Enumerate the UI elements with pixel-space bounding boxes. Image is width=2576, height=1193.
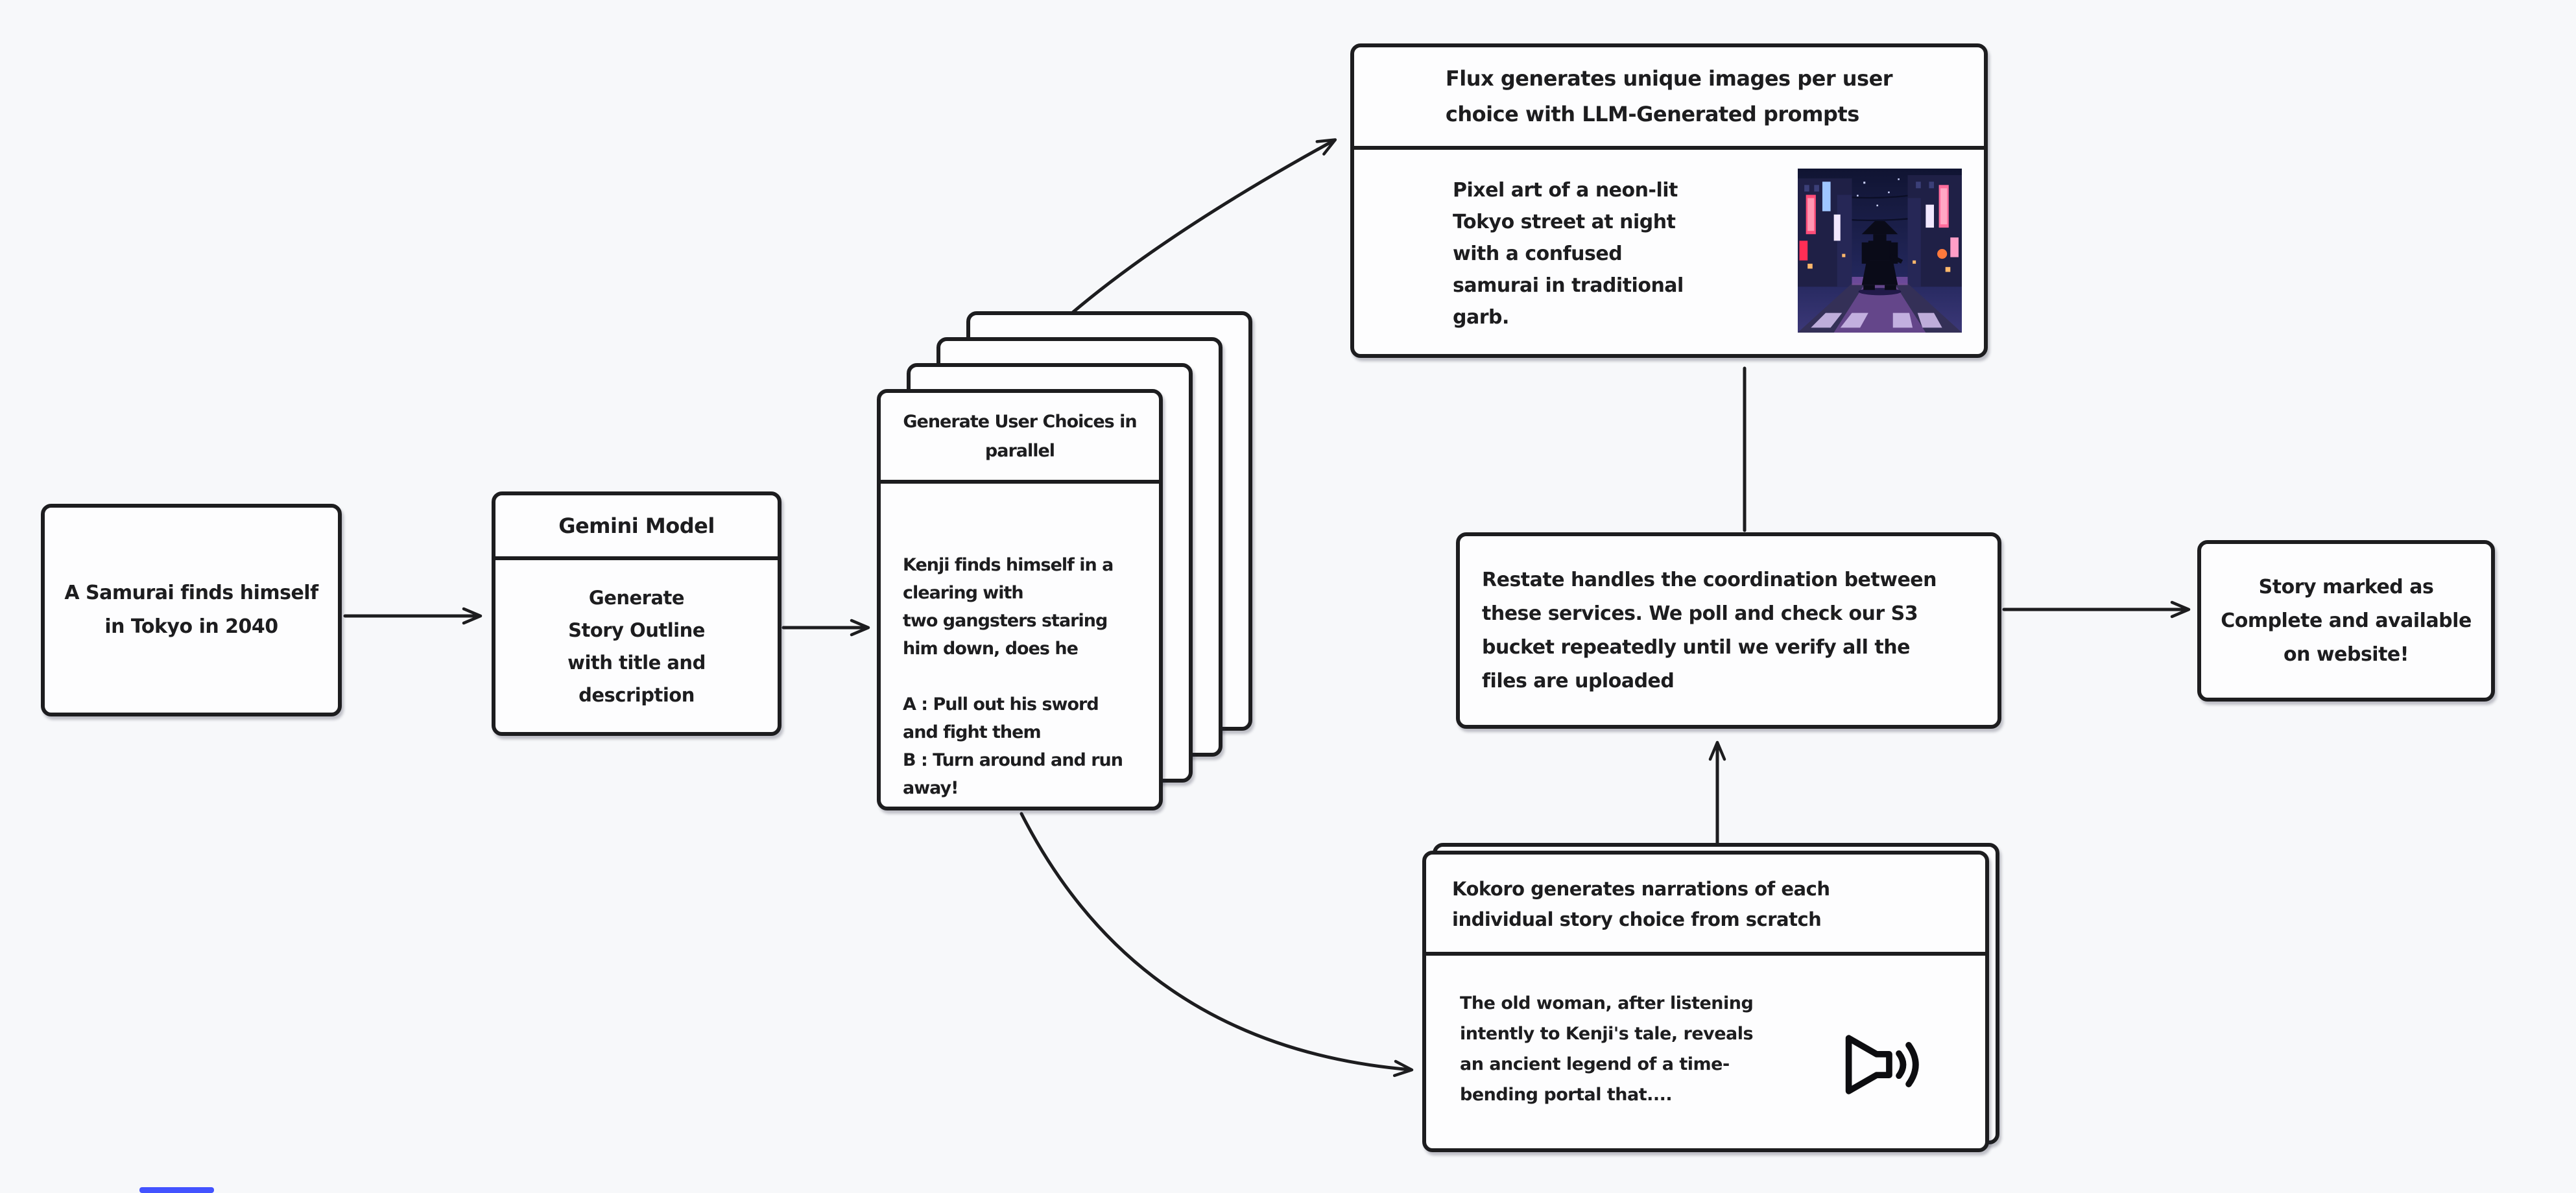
- node-initial-prompt: A Samurai finds himself in Tokyo in 2040: [41, 504, 342, 716]
- story-complete-text: Story marked as Complete and available o…: [2221, 575, 2472, 666]
- gemini-body-text: Generate Story Outline with title and de…: [567, 586, 706, 706]
- gemini-title: Gemini Model: [558, 513, 715, 538]
- choices-body-text: Kenji finds himself in a clearing with t…: [903, 555, 1123, 798]
- pixel-art-samurai-image: [1798, 169, 1962, 333]
- flux-header: Flux generates unique images per user ch…: [1354, 47, 1984, 146]
- choices-title: Generate User Choices in parallel: [903, 412, 1137, 461]
- flux-title: Flux generates unique images per user ch…: [1445, 66, 1893, 126]
- kokoro-body-text: The old woman, after listening intently …: [1460, 993, 1754, 1105]
- speaker-volume-icon: [1845, 1035, 1919, 1094]
- node-flux-images: Flux generates unique images per user ch…: [1350, 43, 1988, 358]
- restate-body-text: Restate handles the coordination between…: [1482, 568, 1937, 692]
- kokoro-header: Kokoro generates narrations of each indi…: [1426, 855, 1985, 952]
- node-gemini-model: Gemini Model Generate Story Outline with…: [492, 491, 781, 736]
- gemini-body-area: Generate Story Outline with title and de…: [495, 560, 778, 732]
- node-kokoro-narration: Kokoro generates narrations of each indi…: [1422, 851, 1989, 1152]
- initial-prompt-text: A Samurai finds himself in Tokyo in 2040: [64, 582, 318, 638]
- kokoro-title: Kokoro generates narrations of each indi…: [1452, 878, 1830, 930]
- node-restate-coordination: Restate handles the coordination between…: [1456, 532, 2001, 729]
- bottom-left-blue-artifact: [139, 1187, 214, 1193]
- arrow-choices-to-kokoro: [1020, 812, 1414, 1078]
- gemini-header: Gemini Model: [495, 495, 778, 556]
- node-story-complete: Story marked as Complete and available o…: [2197, 540, 2495, 702]
- node-user-choices: Generate User Choices in parallel Kenji …: [877, 389, 1163, 810]
- header-divider: [1425, 952, 1986, 956]
- choices-header: Generate User Choices in parallel: [881, 393, 1159, 480]
- header-divider: [1354, 146, 1985, 150]
- flux-body-text: Pixel art of a neon-lit Tokyo street at …: [1453, 179, 1684, 329]
- header-divider: [880, 480, 1160, 484]
- header-divider: [495, 556, 778, 560]
